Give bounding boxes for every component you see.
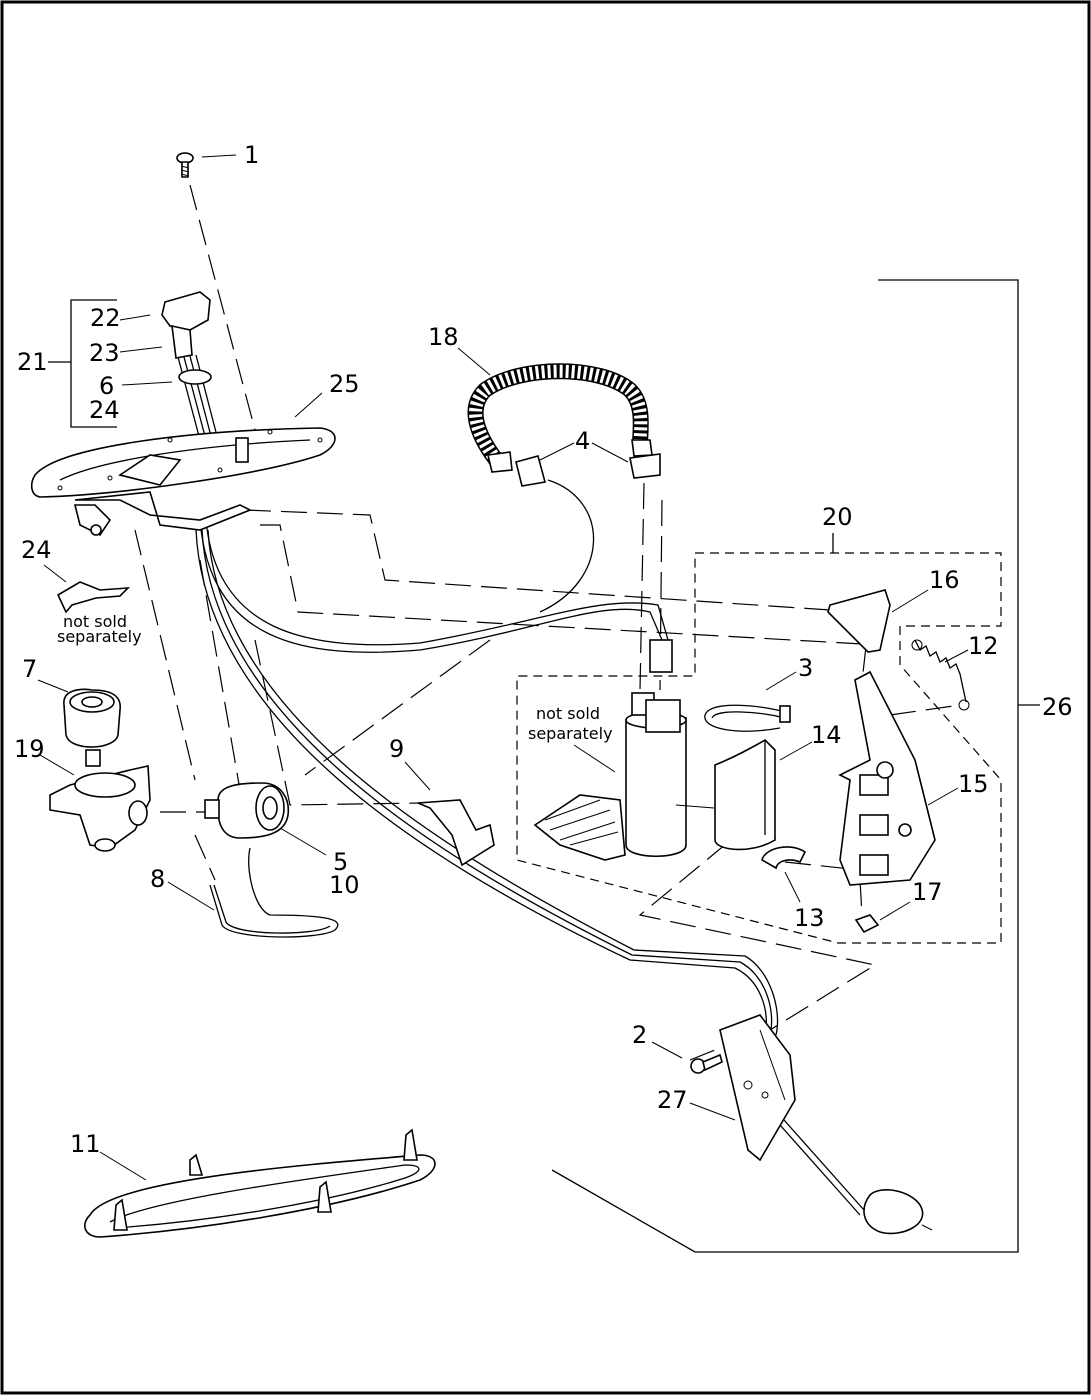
fuel-pump-top-plate-25	[30, 427, 336, 537]
callout-numbers: 1 2 3 4 5 6 7 8 9 10 11 12 13 14 15 16 1…	[14, 141, 1073, 1158]
group-bracket-21	[48, 299, 117, 428]
group-box-20	[516, 533, 1002, 944]
band-3	[704, 704, 791, 732]
clip-note-line2: separately	[57, 627, 142, 646]
gasket-11	[84, 1128, 436, 1238]
filter-housing-19	[49, 765, 151, 852]
pump-note-line1: not sold	[536, 704, 600, 723]
fuel-pump	[533, 639, 687, 861]
callout-15: 15	[958, 770, 989, 798]
pump-note-line2: separately	[528, 724, 613, 743]
clip-24	[56, 581, 131, 614]
group-bracket-26	[551, 279, 1040, 1253]
callout-26: 26	[1042, 693, 1073, 721]
wire-8	[209, 847, 339, 938]
screw-2	[690, 1053, 723, 1074]
bracket-9	[417, 799, 495, 867]
callout-8: 8	[150, 865, 165, 893]
sender-assembly-15	[838, 670, 936, 886]
guide-lines	[134, 184, 961, 1061]
notes: not sold separately not sold separately	[57, 612, 613, 743]
callout-24-top: 24	[89, 396, 120, 424]
callout-12: 12	[968, 632, 999, 660]
wiring-harness	[195, 479, 779, 1036]
clip-note-line1: not sold	[63, 612, 127, 631]
connector-22-23	[161, 291, 219, 441]
nut-17	[854, 914, 880, 934]
pressure-regulator-7	[63, 688, 121, 767]
sleeve-14	[714, 738, 776, 851]
callout-22: 22	[90, 304, 121, 332]
callout-2: 2	[632, 1021, 647, 1049]
callout-24-clip: 24	[21, 536, 52, 564]
callout-10: 10	[329, 871, 360, 899]
level-sender-27	[719, 1014, 933, 1235]
screw-1	[176, 152, 194, 178]
leader-lines	[37, 154, 969, 1181]
callout-16: 16	[929, 566, 960, 594]
callout-17: 17	[912, 878, 943, 906]
callout-25: 25	[329, 370, 360, 398]
callout-14: 14	[811, 721, 842, 749]
callout-27: 27	[657, 1086, 688, 1114]
callout-4: 4	[575, 427, 590, 455]
callout-13: 13	[794, 904, 825, 932]
spring-12	[911, 639, 970, 711]
clip-13	[761, 846, 807, 870]
callout-21: 21	[17, 348, 48, 376]
callout-6: 6	[99, 372, 114, 400]
callout-1: 1	[244, 141, 259, 169]
callout-5: 5	[333, 848, 348, 876]
fuel-filter-5	[204, 782, 290, 839]
callout-23: 23	[89, 339, 120, 367]
hose-clamps-4	[515, 453, 661, 487]
callout-18: 18	[428, 323, 459, 351]
callout-7: 7	[22, 655, 37, 683]
o-ring-6	[178, 369, 212, 385]
callout-20: 20	[822, 503, 853, 531]
fuel-hose-18	[467, 363, 653, 473]
callout-11: 11	[70, 1130, 101, 1158]
bracket-16	[827, 589, 891, 653]
callout-9: 9	[389, 735, 404, 763]
callout-3: 3	[798, 654, 813, 682]
callout-19: 19	[14, 735, 45, 763]
